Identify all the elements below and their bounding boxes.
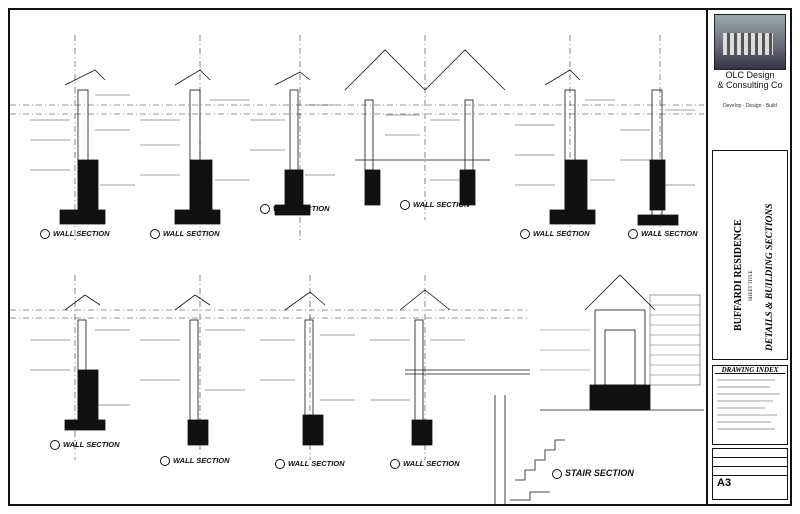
firm-info: OLC Design & Consulting Co Develop · Des… [708,70,792,109]
section-2 [140,69,250,225]
revision-block: A3 [712,448,788,500]
section-7 [30,294,130,431]
front-elevation-drawing [540,274,704,411]
sheet-title: DETAILS & BUILDING SECTIONS [765,203,775,351]
section-8 [140,294,245,446]
firm-logo [714,14,786,70]
drawing-index-lines [717,379,780,430]
sheet-number: A3 [717,477,732,489]
section-9 [260,291,355,446]
section-6 [620,89,695,226]
section-4 [344,49,506,206]
stair-section-label: STAIR SECTION [552,468,634,479]
firm-name-line2: & Consulting Co [717,80,783,90]
drawing-index-heading: DRAWING INDEX [715,367,785,374]
section-5 [515,69,615,225]
section-1 [30,69,135,225]
wall-section-label-8: WALL SECTION [160,456,230,466]
wall-section-label-5: WALL SECTION [520,229,590,239]
firm-name-line1: OLC Design [725,70,775,80]
project-info-box: BUFFARDI RESIDENCE SHEET TITLE DETAILS &… [712,150,788,360]
wall-section-label-3: WALL SECTION [260,204,330,214]
wall-section-label-10: WALL SECTION [390,459,460,469]
wall-section-label-7: WALL SECTION [50,440,120,450]
section-10 [370,289,530,446]
title-block: OLC Design & Consulting Co Develop · Des… [706,10,790,504]
wall-section-label-2: WALL SECTION [150,229,220,239]
wall-section-label-1: WALL SECTION [40,229,110,239]
project-subtitle: SHEET TITLE [749,270,754,301]
drawing-index: DRAWING INDEX [712,365,788,445]
section-3 [250,71,335,216]
firm-tagline: Develop · Design · Build [723,103,777,109]
wall-section-label-6: WALL SECTION [628,229,698,239]
project-title: BUFFARDI RESIDENCE [733,219,744,331]
stair-section-drawing [494,395,565,504]
wall-section-label-4: WALL SECTION [400,200,470,210]
drawing-area [10,35,704,504]
wall-section-label-9: WALL SECTION [275,459,345,469]
sheet-border [8,8,792,506]
